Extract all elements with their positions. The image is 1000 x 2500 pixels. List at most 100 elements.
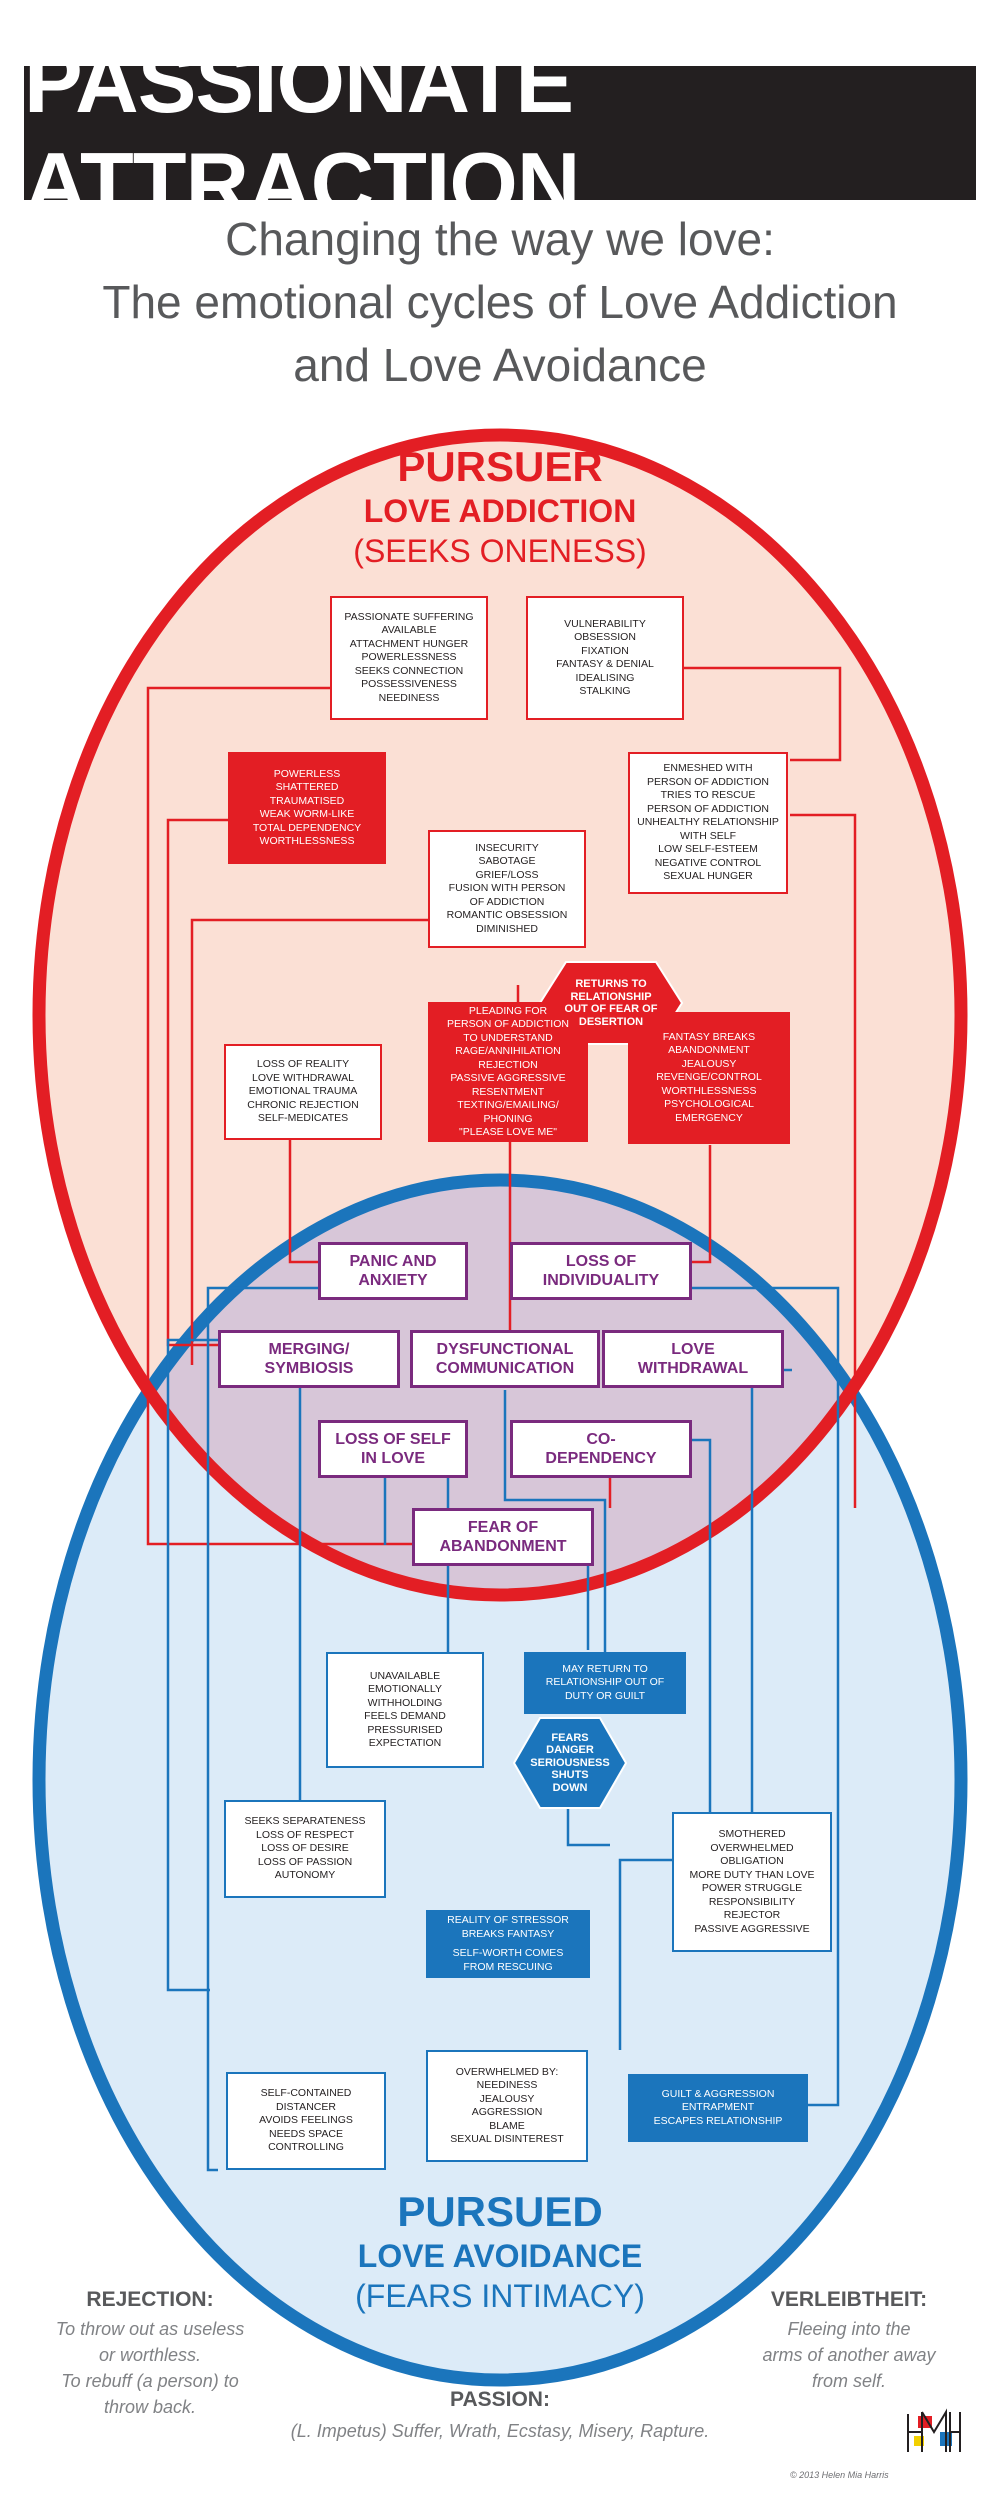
box-line: CHRONIC REJECTION [247,1098,359,1111]
pbox-line: COMMUNICATION [435,1360,575,1377]
pursued-box-reality-of-stressor: REALITY OF STRESSOR BREAKS FANTASY SELF-… [426,1910,590,1978]
pursuer-box-vulnerability: VULNERABILITY OBSESSION FIXATION FANTASY… [526,596,684,720]
main-title: PASSIONATE ATTRACTION [24,32,580,233]
box-line: JEALOUSY [681,1057,737,1070]
pbox-line: MERGING/ [268,1341,350,1358]
box-line: INSECURITY [475,841,539,854]
verleibtheit-heading: VERLEIBTHEIT: [770,2288,928,2311]
hex-line: DESERTION [578,1015,644,1028]
box-line: SHATTERED [275,781,339,793]
hex-line: RETURNS TO [575,978,647,990]
overlap-box-loss-of-self: LOSS OF SELF IN LOVE [318,1420,468,1478]
box-line: SELF-CONTAINED [260,2087,352,2100]
box-line: FEELS DEMAND [364,1710,446,1722]
box-line: POWER STRUGGLE [701,1882,803,1894]
pursued-box-guilt-aggression: GUILT & AGGRESSION ENTRAPMENT ESCAPES RE… [628,2074,808,2142]
pbox-line: WITHDRAWAL [637,1360,749,1377]
verleibtheit-definition: Fleeing into the arms of another away fr… [734,2316,964,2394]
pursuer-box-passionate-suffering: PASSIONATE SUFFERING AVAILABLE ATTACHMEN… [330,596,488,720]
pursued-box-self-contained: SELF-CONTAINED DISTANCER AVOIDS FEELINGS… [226,2072,386,2170]
overlap-region [39,1180,961,1595]
credit: © 2013 Helen Mia Harris [790,2470,889,2480]
box-line: GUILT & AGGRESSION [661,2087,775,2100]
red-hexagon-text: RETURNS TO RELATIONSHIP OUT OF FEAR OF D… [540,962,682,1044]
box-line: WITHHOLDING [367,1696,443,1709]
pursued-box-overwhelmed-by: OVERWHELMED BY: NEEDINESS JEALOUSY AGGRE… [426,2050,588,2162]
box-line: ATTACHMENT HUNGER [349,637,469,650]
hmh-logo [907,2408,961,2452]
passion-definition: (L. Impetus) Suffer, Wrath, Ecstasy, Mis… [290,2421,710,2441]
box-line: PERSON OF ADDICTION [647,802,769,815]
box-line: DUTY OR GUILT [564,1689,646,1702]
pbox-line: IN LOVE [360,1450,425,1467]
pbox-line: LOVE [671,1341,715,1358]
box-line: TO UNDERSTAND [463,1031,553,1044]
box-line: WITH SELF [679,829,736,842]
box-line: LOSS OF RESPECT [255,1828,355,1841]
box-line: ESCAPES RELATIONSHIP [653,2114,783,2127]
pbox-line: SYMBIOSIS [264,1360,354,1377]
pbox-line: FEAR OF [467,1519,539,1536]
box-line: AVAILABLE [381,624,437,637]
pbox-line: DYSFUNCTIONAL [436,1341,574,1358]
box-line: EXPECTATION [368,1737,442,1749]
box-line: LOSS OF DESIRE [261,1842,349,1855]
box-line: TRIES TO RESCUE [660,789,756,802]
hex-line: SHUTS [551,1769,589,1782]
pbox-line: LOSS OF SELF [335,1431,451,1448]
hex-line: OUT OF FEAR OF [564,1003,658,1015]
subtitle-line: The emotional cycles of Love Addiction [102,276,898,328]
box-line: SEEKS CONNECTION [354,664,464,677]
definition-line: throw back. [103,2397,197,2417]
box-line: RAGE/ANNIHILATION [455,1045,561,1057]
box-line: NEEDS SPACE [269,2127,343,2140]
pbox-line: CO- [586,1431,616,1448]
hex-line: RELATIONSHIP [570,990,652,1003]
box-line: PERSON OF ADDICTION [447,1018,569,1030]
overlap-box-love-withdrawal: LOVE WITHDRAWAL [602,1330,784,1388]
box-line: "PLEASE LOVE ME" [459,1126,557,1138]
box-line: NEGATIVE CONTROL [654,856,762,869]
box-line: EMERGENCY [675,1111,743,1124]
box-line: ABANDONMENT [668,1044,750,1057]
definition-line: To throw out as useless [55,2319,245,2339]
box-line: PASSIVE AGGRESSIVE [694,1922,810,1935]
box-line: RESPONSIBILITY [708,1895,796,1908]
box-line: MAY RETURN TO [562,1662,648,1675]
box-line: JEALOUSY [479,2092,535,2105]
box-line: SABOTAGE [478,855,536,868]
overlap-box-co-dependency: CO-DEPENDENCY [510,1420,692,1478]
pursuer-title: PURSUER [397,443,603,490]
blue-hexagon-text: FEARS DANGER SERIOUSNESS SHUTS DOWN [514,1718,626,1808]
box-line: SEXUAL DISINTEREST [450,2133,564,2145]
pursued-title: PURSUED [397,2188,603,2235]
box-line: DIMINISHED [476,922,538,935]
box-line: BREAKS FANTASY [461,1927,555,1940]
passion-heading: PASSION: [450,2388,550,2411]
hex-line: FEARS [551,1731,589,1744]
box-line: WORTHLESSNESS [259,835,355,847]
box-line: AVOIDS FEELINGS [259,2114,353,2127]
box-line: CONTROLLING [268,2141,344,2154]
box-line: UNHEALTHY RELATIONSHIP [637,816,779,829]
title-bar: PASSIONATE ATTRACTION [24,32,976,233]
box-line: SELF-MEDICATES [257,1112,349,1125]
box-line: LOW SELF-ESTEEM [658,843,758,856]
hex-line: SERIOUSNESS [530,1756,610,1769]
box-line: PERSON OF ADDICTION [647,775,769,788]
box-line: PASSIVE AGGRESSIVE [450,1072,566,1084]
pursued-box-smothered: SMOTHERED OVERWHELMED OBLIGATION MORE DU… [672,1812,832,1952]
pursuer-box-enmeshed: ENMESHED WITH PERSON OF ADDICTION TRIES … [628,752,788,894]
box-line: WEAK WORM-LIKE [259,808,355,820]
definition-line: Fleeing into the [787,2319,911,2339]
pursued-subtitle: LOVE AVOIDANCE [357,2238,643,2274]
pursuer-tagline: (SEEKS ONENESS) [353,533,647,569]
box-line: TEXTING/EMAILING/ [457,1099,559,1111]
overlap-box-merging-symbiosis: MERGING/SYMBIOSIS [218,1330,400,1388]
pbox-line: ANXIETY [358,1272,428,1289]
subtitle-line: and Love Avoidance [293,339,707,391]
box-line: AUTONOMY [274,1869,336,1882]
box-line: EMOTIONALLY [368,1683,442,1695]
